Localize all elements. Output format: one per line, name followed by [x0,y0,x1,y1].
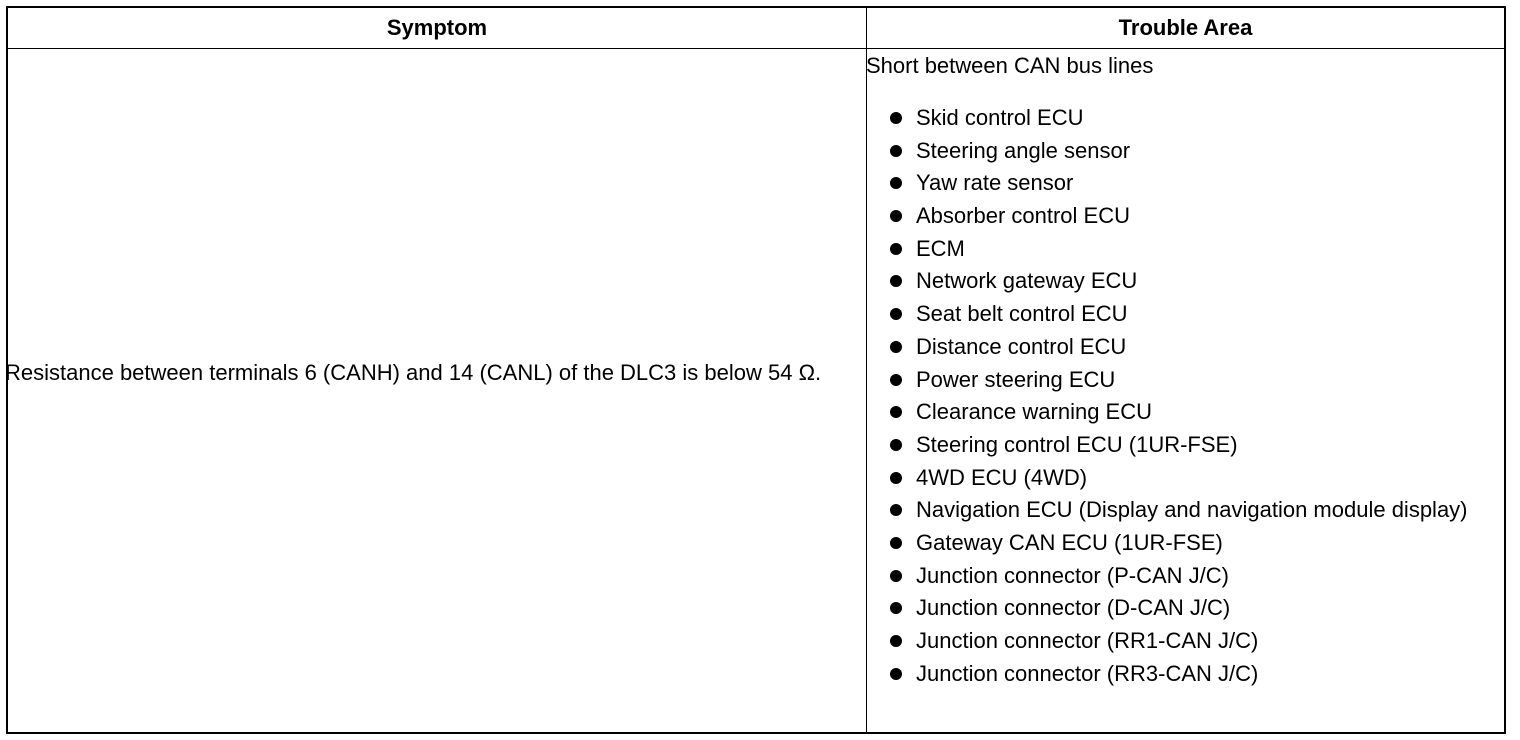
bullet-icon [890,602,902,615]
bullet-icon [890,406,902,419]
trouble-area-intro: Short between CAN bus lines [866,53,1154,78]
bullet-icon [890,340,902,353]
bullet-icon [890,635,902,647]
list-item-label: Gateway CAN ECU (1UR-FSE) [916,529,1223,555]
trouble-area-list: Skid control ECU Steering angle sensor Y… [866,103,1486,691]
list-item: Steering control ECU (1UR-FSE) [866,430,1486,460]
list-item: Absorber control ECU [866,201,1486,231]
list-item-label: Yaw rate sensor [916,170,1074,196]
bullet-icon [890,177,902,190]
list-item-label: 4WD ECU (4WD) [916,464,1088,490]
list-item-label: Junction connector (D-CAN J/C) [916,595,1231,621]
list-item-label: Distance control ECU [916,333,1127,359]
list-item-label: Network gateway ECU [916,268,1138,294]
header-divider [8,48,1504,49]
list-item-label: ECM [916,235,965,261]
bullet-icon [890,275,902,288]
bullet-icon [890,471,902,484]
list-item: Yaw rate sensor [866,168,1486,198]
column-divider [866,8,867,732]
bullet-icon [890,308,902,321]
list-item-label: Junction connector (RR1-CAN J/C) [916,628,1259,653]
list-item: Network gateway ECU [866,266,1486,296]
list-item-label: Absorber control ECU [916,203,1130,229]
list-item-label: Power steering ECU [916,366,1116,392]
list-item: Junction connector (P-CAN J/C) [866,561,1486,591]
list-item: Gateway CAN ECU (1UR-FSE) [866,528,1486,558]
bullet-icon [890,438,902,451]
bullet-icon [890,667,902,680]
list-item-label: Steering control ECU (1UR-FSE) [916,431,1238,457]
list-item: Junction connector (D-CAN J/C) [866,593,1486,623]
bullet-icon [890,569,902,582]
troubleshooting-table: Symptom Trouble Area [6,6,1506,734]
bullet-icon [890,112,902,124]
list-item-label: Navigation ECU (Display and navigation m… [916,497,1468,523]
list-item: Skid control ECU [866,103,1486,133]
bullet-icon [890,210,902,223]
bullet-icon [890,504,902,517]
list-item-label: Junction connector (RR3-CAN J/C) [916,660,1259,686]
list-item: ECM [866,234,1486,264]
bullet-icon [890,144,902,157]
list-item: Seat belt control ECU [866,299,1486,329]
list-item: Junction connector (RR3-CAN J/C) [866,659,1486,689]
list-item: Clearance warning ECU [866,397,1486,427]
list-item-label: Steering angle sensor [916,137,1131,163]
bullet-icon [890,536,902,549]
list-item: Power steering ECU [866,365,1486,395]
bullet-icon [890,373,902,386]
symptom-column-header: Symptom [386,15,488,40]
list-item: Navigation ECU (Display and navigation m… [866,495,1486,525]
trouble-area-column-header: Trouble Area [1118,15,1253,40]
list-item-label: Seat belt control ECU [916,301,1128,327]
list-item: Junction connector (RR1-CAN J/C) [866,626,1486,656]
list-item: Distance control ECU [866,332,1486,362]
bullet-icon [890,242,902,255]
list-item: 4WD ECU (4WD) [866,463,1486,493]
list-item-label: Junction connector (P-CAN J/C) [916,562,1229,588]
symptom-cell: Resistance between terminals 6 (CANH) an… [5,360,822,385]
list-item: Steering angle sensor [866,136,1486,166]
list-item-label: Clearance warning ECU [916,399,1152,425]
list-item-label: Skid control ECU [916,105,1084,130]
